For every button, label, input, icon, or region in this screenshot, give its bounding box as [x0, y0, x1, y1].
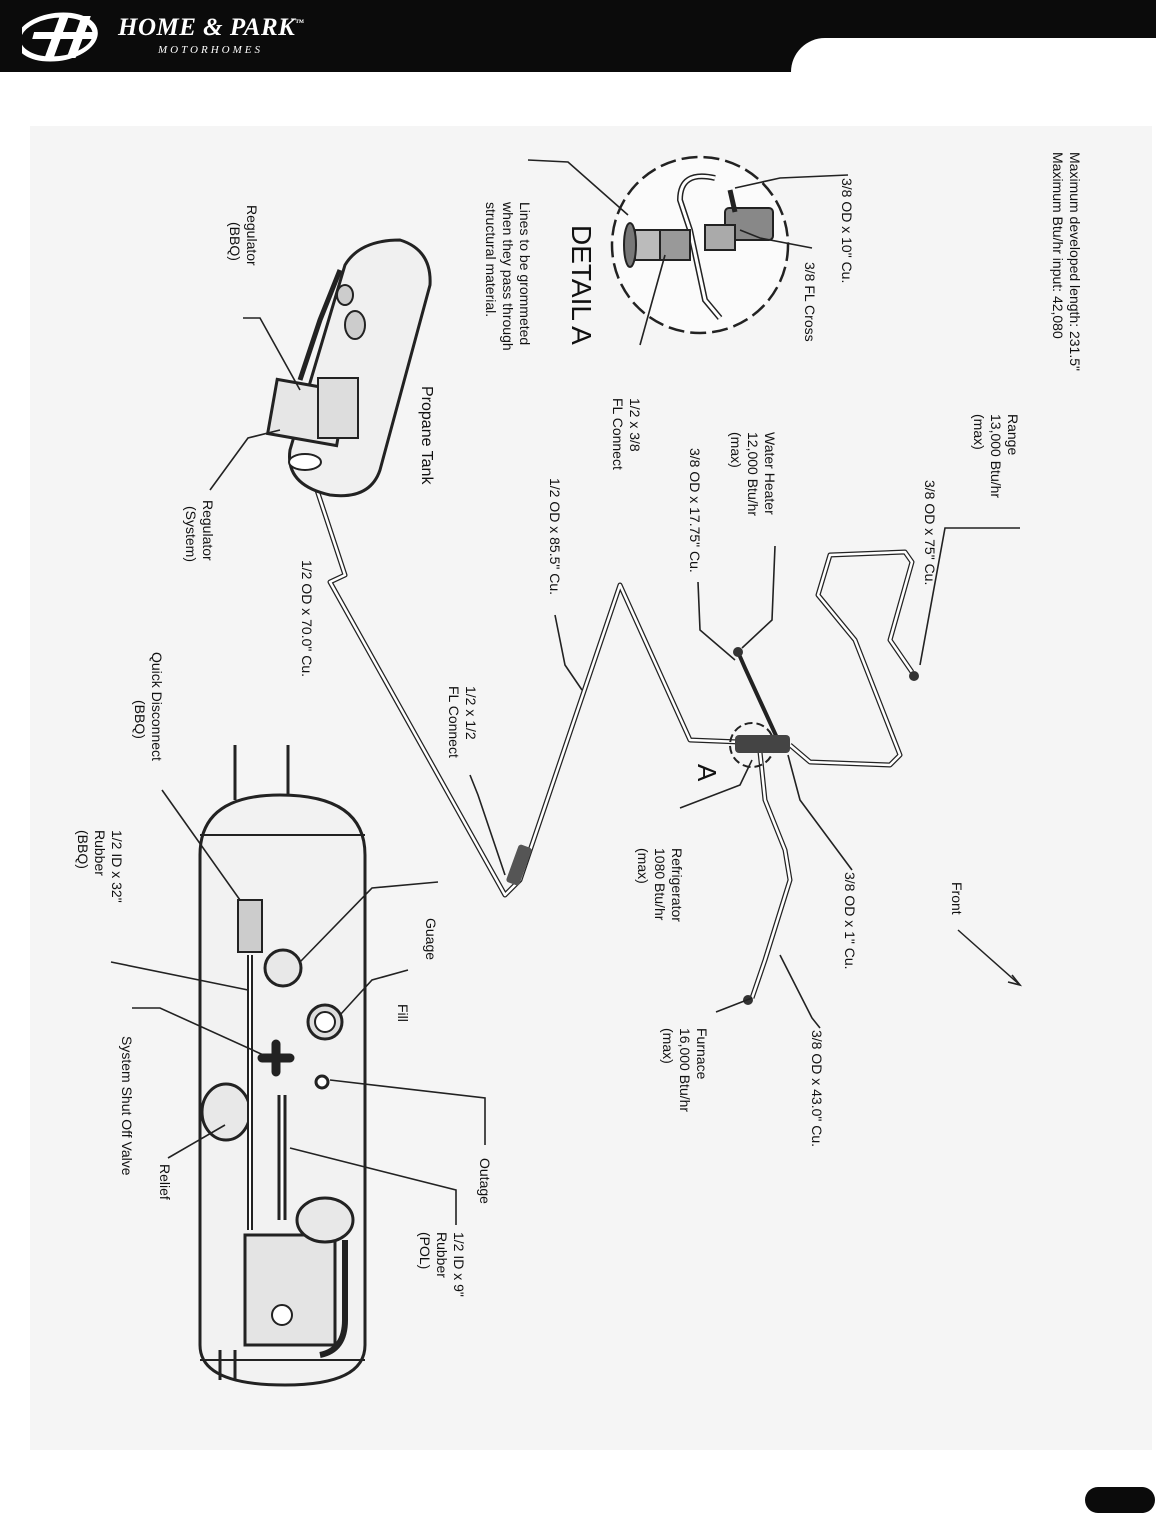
leader-lines: [110, 159, 1023, 1225]
svg-text:Regulator: Regulator: [200, 500, 216, 561]
label-range: Range 13,000 Btu/hr (max): [971, 414, 1021, 498]
header-tab-cutout: [791, 38, 1156, 74]
svg-text:Furnace: Furnace: [694, 1028, 710, 1080]
spec-max-btu: Maximum Btu/hr input: 42,080: [1050, 152, 1066, 339]
label-fl-connect-38: 1/2 x 3/8 FL Connect: [610, 398, 643, 470]
label-grommet: Lines to be grommeted when they pass thr…: [483, 201, 533, 351]
page-number-tab: [1085, 1487, 1155, 1513]
svg-text:FL Connect: FL Connect: [610, 398, 626, 470]
relief-valve-icon: [200, 1082, 252, 1142]
furnace-line: [749, 751, 793, 999]
svg-text:FL Connect: FL Connect: [446, 686, 462, 758]
svg-text:16,000 Btu/hr: 16,000 Btu/hr: [677, 1028, 693, 1112]
svg-text:(max): (max): [971, 414, 987, 450]
label-regulator-system: Regulator (System): [183, 500, 216, 562]
svg-text:12,000 Btu/hr: 12,000 Btu/hr: [745, 432, 761, 516]
spec-max-length: Maximum developed length: 231.5": [1067, 152, 1083, 371]
svg-text:Quick Disconnect: Quick Disconnect: [149, 652, 165, 761]
label-od855: 1/2 OD x 85.5" Cu.: [547, 478, 563, 595]
svg-text:(max): (max): [728, 432, 744, 468]
svg-text:Rubber: Rubber: [92, 830, 108, 876]
brand-name: HOME & PARK™: [118, 14, 305, 41]
svg-text:1/2 x 1/2: 1/2 x 1/2: [463, 686, 479, 740]
svg-text:(max): (max): [660, 1028, 676, 1064]
quick-disconnect-icon: [237, 899, 263, 953]
svg-text:Refrigerator: Refrigerator: [669, 848, 685, 922]
brand-subtitle: MOTORHOMES: [158, 44, 263, 56]
propane-tank-icon: [265, 238, 432, 498]
gauge-icon: [263, 948, 303, 988]
tank-end-view: [198, 745, 367, 1387]
svg-text:Regulator: Regulator: [244, 205, 260, 266]
svg-text:Rubber: Rubber: [434, 1232, 450, 1278]
water-heater-connector-icon: [733, 647, 743, 657]
label-od1775: 3/8 OD x 17.75" Cu.: [687, 448, 703, 573]
label-fl-connect-12: 1/2 x 1/2 FL Connect: [446, 686, 479, 758]
detail-a-title: DETAIL A: [566, 225, 597, 345]
svg-text:Range: Range: [1005, 414, 1021, 455]
svg-text:1080 Btu/hr: 1080 Btu/hr: [652, 848, 668, 921]
svg-text:when they pass through: when they pass through: [500, 201, 516, 351]
label-gauge: Guage: [423, 918, 439, 960]
svg-text:Lines to be grommeted: Lines to be grommeted: [517, 202, 533, 345]
svg-text:(POL): (POL): [417, 1232, 433, 1269]
outage-icon: [314, 1074, 330, 1090]
label-fl-cross: 3/8 FL Cross: [802, 262, 818, 342]
label-od10: 3/8 OD x 10" Cu.: [839, 178, 855, 283]
header-bar: HOME & PARK™ MOTORHOMES: [0, 0, 1156, 74]
svg-text:1/2 x 3/8: 1/2 x 3/8: [627, 398, 643, 452]
svg-text:Water Heater: Water Heater: [762, 432, 778, 515]
main-gas-line: [309, 472, 743, 898]
range-connector-icon: [909, 671, 919, 681]
label-water-heater: Water Heater 12,000 Btu/hr (max): [728, 432, 778, 516]
label-refrigerator: Refrigerator 1080 Btu/hr (max): [635, 848, 685, 922]
svg-text:(System): (System): [183, 506, 199, 562]
svg-text:1/2 ID x 9": 1/2 ID x 9": [451, 1232, 467, 1297]
label-propane-tank: Propane Tank: [418, 386, 435, 485]
label-od700: 1/2 OD x 70.0" Cu.: [299, 560, 315, 677]
svg-text:(BBQ): (BBQ): [75, 830, 91, 869]
svg-text:(max): (max): [635, 848, 651, 884]
label-od75: 3/8 OD x 75" Cu.: [922, 480, 938, 585]
label-od1: 3/8 OD x 1" Cu.: [842, 872, 858, 970]
logo-icon: [22, 12, 98, 62]
label-quick-disconnect: Quick Disconnect (BBQ): [132, 652, 165, 761]
label-furnace: Furnace 16,000 Btu/hr (max): [660, 1028, 710, 1112]
shutoff-valve-icon: [257, 1039, 295, 1077]
regulator-icon: [243, 1233, 337, 1347]
label-od430: 3/8 OD x 43.0" Cu.: [809, 1030, 825, 1147]
label-regulator-bbq: Regulator (BBQ): [227, 205, 260, 266]
svg-text:(BBQ): (BBQ): [132, 700, 148, 739]
detail-a-marker: A: [692, 764, 722, 782]
label-fill: Fill: [395, 1004, 411, 1022]
label-front: Front: [949, 882, 965, 915]
label-shutoff: System Shut Off Valve: [119, 1036, 135, 1176]
spec-block: Maximum developed length: 231.5" Maximum…: [1050, 152, 1083, 371]
label-rubber32: 1/2 ID x 32" Rubber (BBQ): [75, 830, 125, 903]
label-relief: Relief: [157, 1164, 173, 1200]
fl-cross-fitting-icon: [735, 735, 790, 753]
svg-text:13,000 Btu/hr: 13,000 Btu/hr: [988, 414, 1004, 498]
fl-connect-fitting-icon: [506, 844, 532, 886]
water-heater-line: [736, 651, 780, 741]
svg-text:(BBQ): (BBQ): [227, 222, 243, 261]
label-rubber9: 1/2 ID x 9" Rubber (POL): [417, 1232, 467, 1297]
svg-text:1/2 ID x 32": 1/2 ID x 32": [109, 830, 125, 903]
range-line: [788, 549, 915, 768]
label-outage: Outage: [477, 1158, 493, 1204]
svg-text:structural material.: structural material.: [483, 202, 499, 317]
detail-a-view: [610, 155, 790, 335]
